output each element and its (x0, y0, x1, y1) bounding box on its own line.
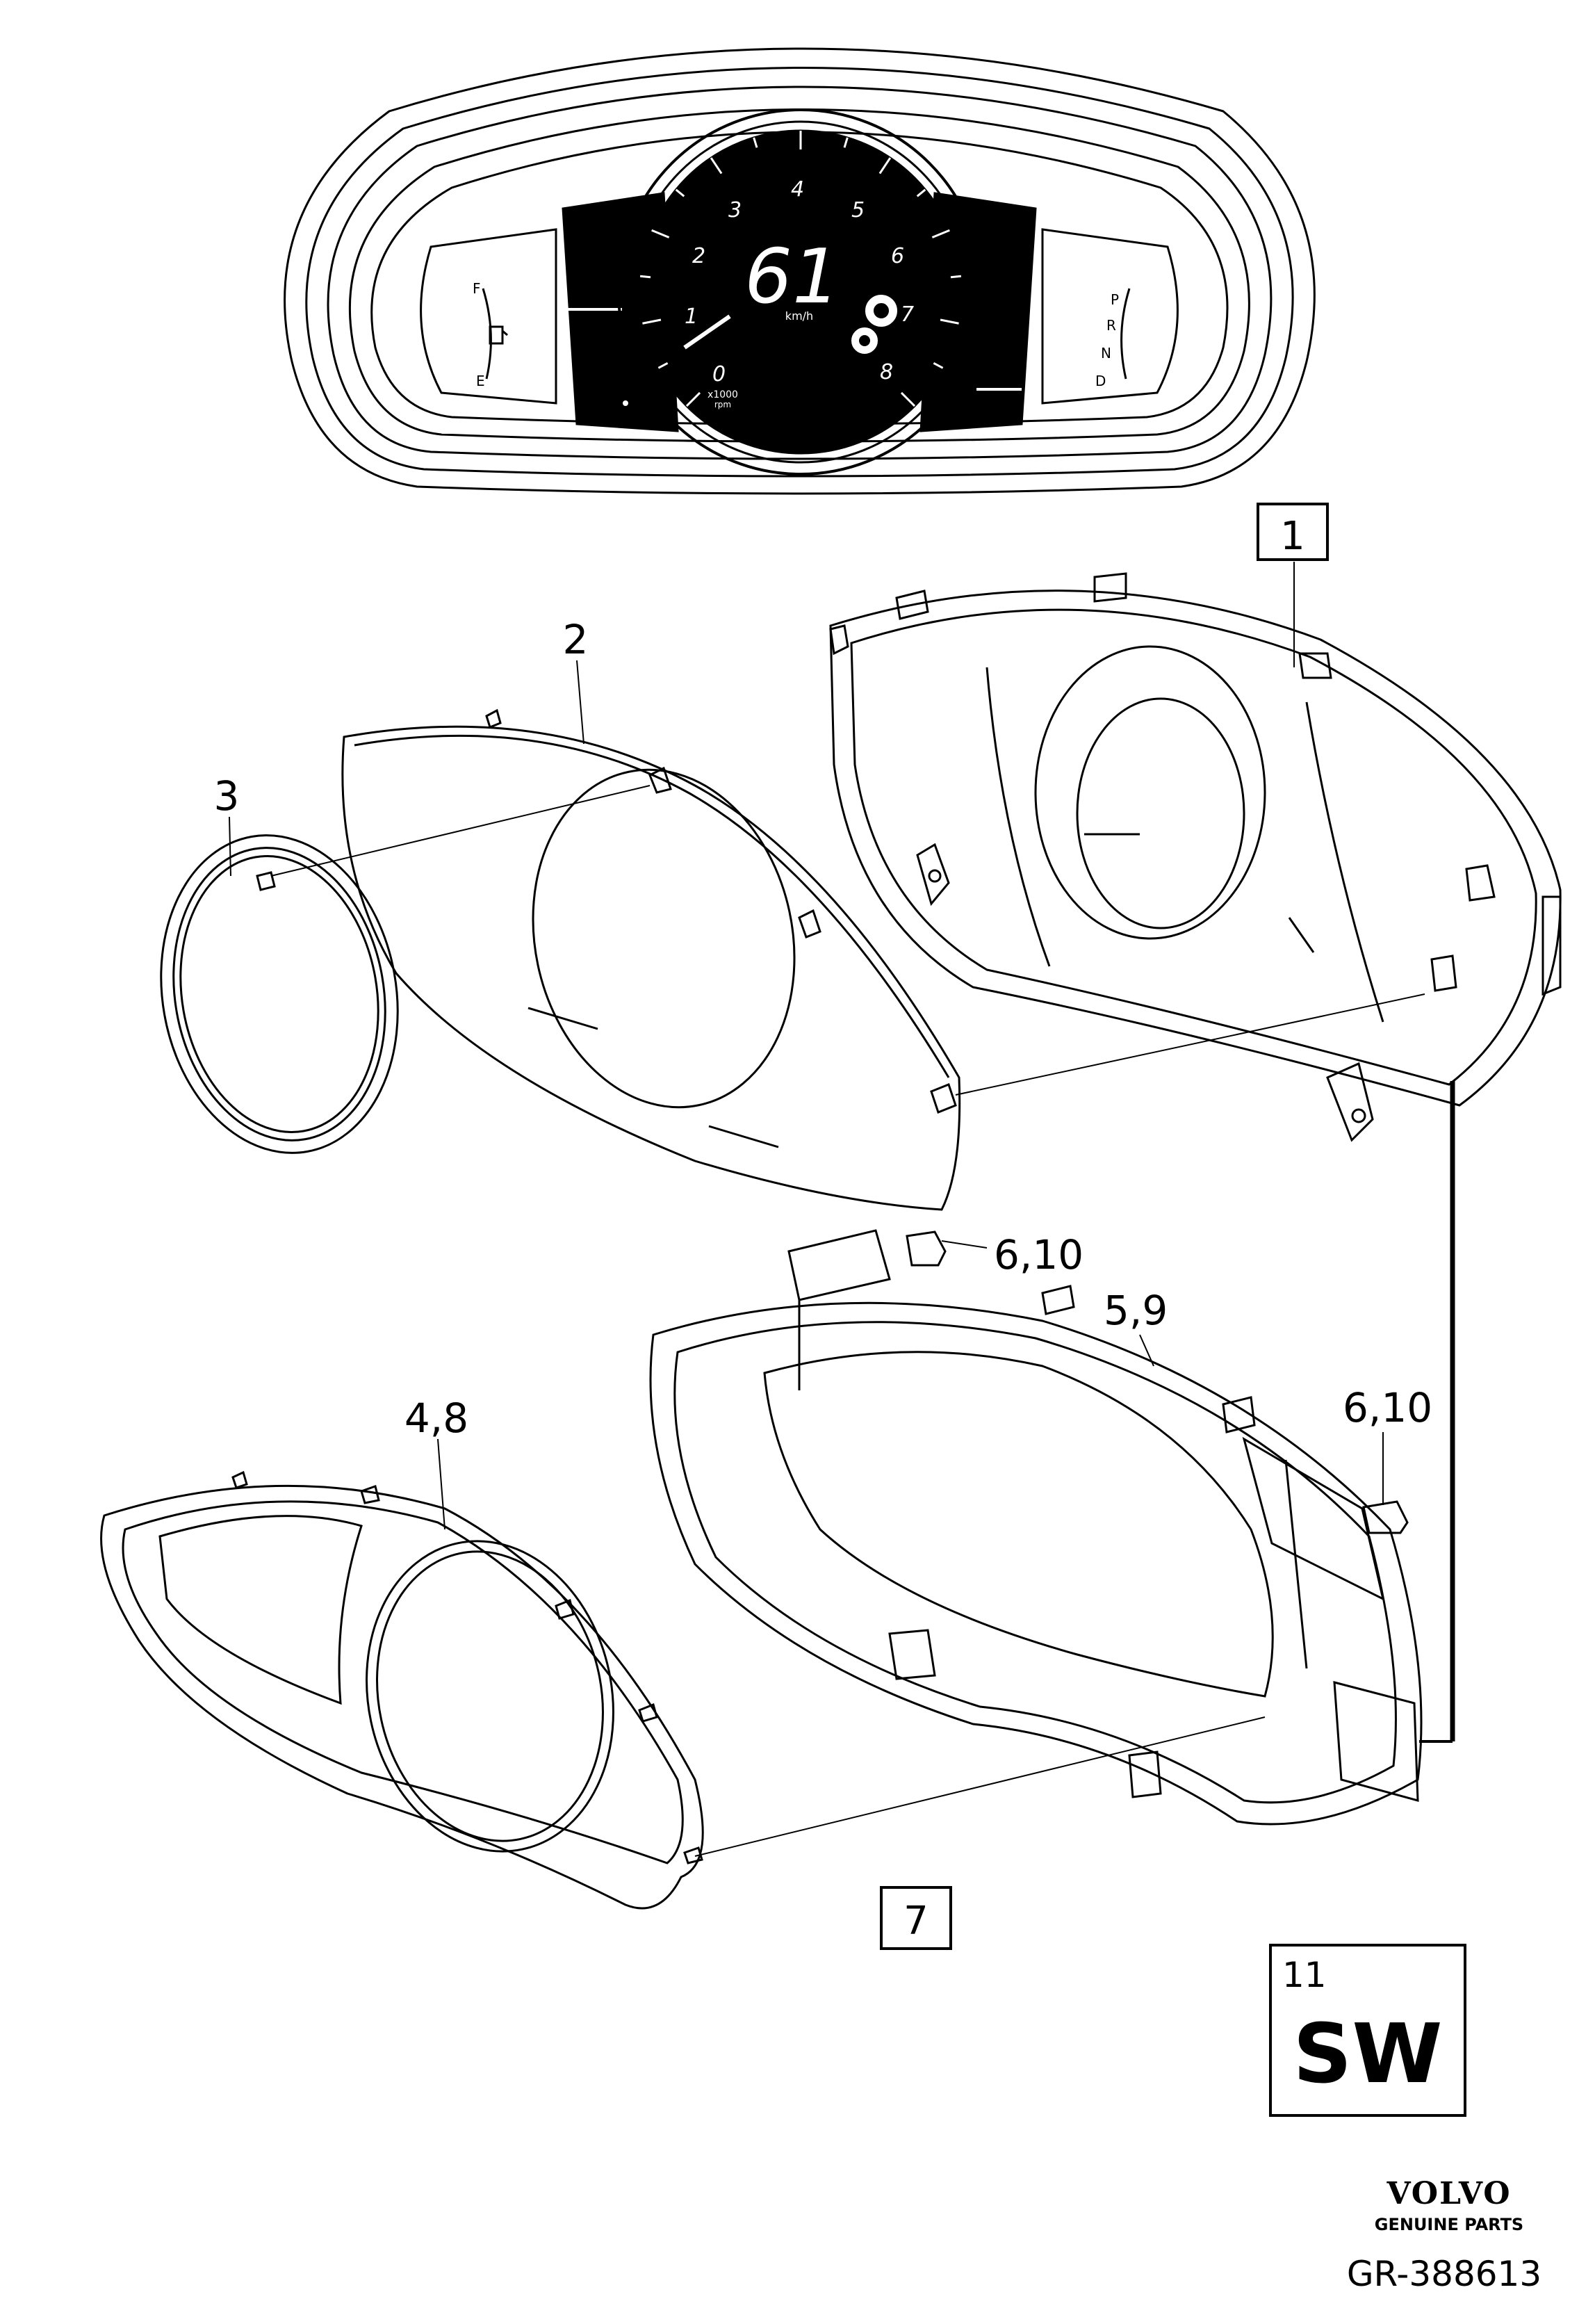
software-number: 11 (1282, 1955, 1327, 1995)
fuel-pump-icon (489, 325, 508, 345)
fuel-gauge: F E (473, 280, 508, 389)
tach-tick-mark (675, 188, 685, 197)
tach-tick-mark (900, 391, 916, 407)
callout-1: 1 (1257, 503, 1329, 561)
gear-r: R (1106, 317, 1116, 334)
callout-6-10-right-label: 6,10 (1343, 1384, 1432, 1431)
tach-tick-mark (651, 229, 670, 238)
gear-n: N (1101, 345, 1111, 361)
speed-unit: km/h (785, 309, 813, 323)
tach-tick-mark (710, 157, 723, 174)
tach-tick-mark (642, 318, 662, 325)
brand-tagline: GENUINE PARTS (1375, 2215, 1523, 2234)
part-6-10-clips (906, 1230, 1409, 1534)
clip-upper (906, 1230, 947, 1267)
tach-label-8: 8 (880, 360, 893, 384)
tach-label-4: 4 (791, 177, 804, 202)
callout-5-9-label: 5,9 (1104, 1287, 1168, 1334)
tach-tick-mark (639, 275, 651, 279)
tach-tick-mark (931, 229, 950, 238)
tach-tick-mark (657, 361, 669, 369)
tach-label-5: 5 (851, 198, 865, 222)
part-5-9-rear-frame (649, 1229, 1423, 1826)
callout-7: 7 (880, 1886, 952, 1950)
gear-d: D (1095, 373, 1106, 389)
callout-6-10-upper-label: 6,10 (994, 1231, 1083, 1278)
callout-3-label: 3 (214, 772, 240, 820)
leader-lines (229, 562, 1425, 1857)
fuel-empty-label: E (476, 373, 485, 389)
gear-p: P (1111, 291, 1119, 308)
indicator-icons (851, 295, 897, 354)
part-1-cluster-housing (829, 572, 1562, 1142)
software-box: 11 SW (1269, 1944, 1466, 2117)
tach-label-3: 3 (728, 198, 742, 222)
tach-label-2: 2 (692, 244, 705, 268)
software-label: SW (1293, 2006, 1442, 2102)
gear-indicator: P R N D (1095, 288, 1131, 389)
rpm-unit-line1: x1000 (707, 389, 738, 400)
speed-readout: 61 (744, 234, 840, 320)
callout-2-label: 2 (563, 616, 589, 663)
tach-tick-mark (878, 157, 892, 174)
tach-tick-mark (753, 137, 758, 148)
tach-needle (683, 314, 731, 350)
tach-tick-mark (950, 275, 962, 279)
clip-right (1362, 1500, 1409, 1534)
brand-logo-text: VOLVO (1386, 2176, 1511, 2211)
tach-tick-mark (940, 318, 959, 325)
tach-tick-mark (843, 137, 849, 148)
tach-tick-mark (916, 188, 926, 197)
rpm-unit-line2: rpm (714, 400, 731, 409)
tach-label-0: 0 (712, 362, 726, 387)
tach-label-6: 6 (891, 244, 904, 268)
tach-tick-mark (685, 391, 701, 407)
part-4-8-bezel (100, 1470, 704, 1910)
fuel-full-label: F (473, 280, 481, 297)
part-3-trim-ring (160, 834, 399, 1154)
tach-label-7: 7 (901, 302, 914, 327)
brand-block: VOLVO GENUINE PARTS GR-388613 (1347, 2176, 1541, 2294)
part-2-cover-glass (341, 708, 961, 1211)
tach-tick-mark (933, 361, 944, 369)
instrument-cluster-face (284, 47, 1316, 495)
diagram-reference: GR-388613 (1347, 2254, 1541, 2294)
tachometer-gauge: 0 1 2 3 4 5 6 7 8 61 km/h x1000 rpm (617, 108, 984, 476)
callout-7-label: 7 (903, 1899, 929, 1944)
tach-label-1: 1 (685, 304, 698, 329)
callout-4-8-label: 4,8 (404, 1395, 468, 1442)
callout-1-label: 1 (1280, 514, 1305, 559)
